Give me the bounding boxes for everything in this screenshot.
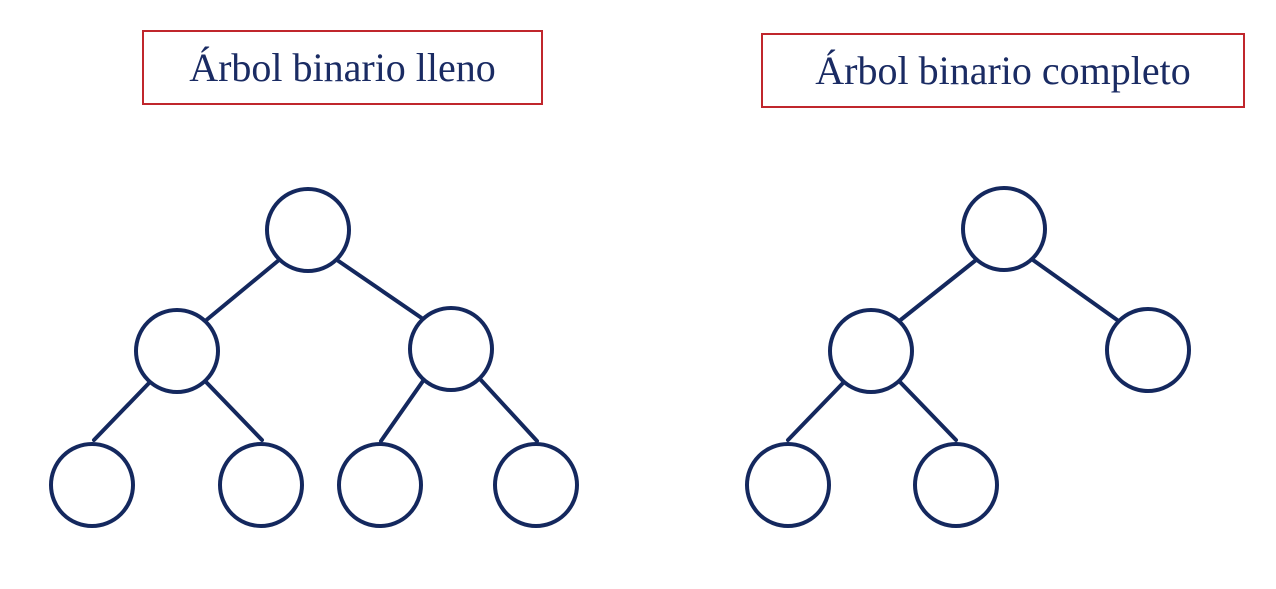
tree-node [1105,307,1191,393]
complete-binary-tree-diagram [745,186,1191,528]
tree-edge [92,380,152,442]
tree-edge [898,380,958,442]
tree-node-leaf [49,442,135,528]
tree-node [408,306,494,392]
tree-node-root [265,187,351,273]
tree-edge [478,377,539,443]
full-binary-tree-title: Árbol binario lleno [142,30,543,105]
tree-node-root [961,186,1047,272]
tree-edge [786,380,846,442]
tree-node-leaf [913,442,999,528]
tree-node [828,308,914,394]
tree-node-leaf [745,442,831,528]
tree-edge [204,380,264,442]
tree-edge [896,258,978,324]
tree-edge [335,258,428,323]
tree-edge [379,379,425,443]
tree-node-leaf [337,442,423,528]
tree-node [134,308,220,394]
complete-binary-tree-title: Árbol binario completo [761,33,1245,108]
tree-edge [202,258,281,324]
tree-edge [1031,258,1122,324]
tree-node-leaf [493,442,579,528]
tree-node-leaf [218,442,304,528]
